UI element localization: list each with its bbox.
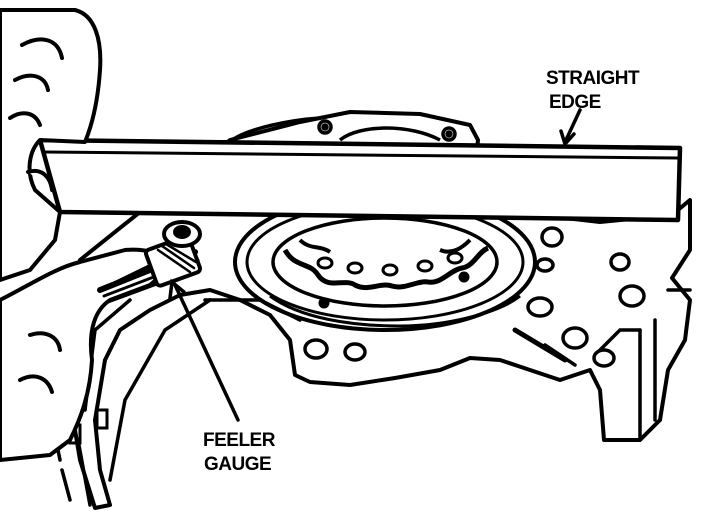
housing-bolt <box>162 220 202 248</box>
feeler-gauge <box>97 234 202 304</box>
straight-edge <box>37 137 683 223</box>
straight-edge-label-line2: EDGE <box>549 92 601 113</box>
right-housing-ribs <box>512 288 692 442</box>
feeler-gauge-label: FEELER <box>203 430 275 451</box>
straight-edge-leader <box>559 108 582 148</box>
feeler-gauge-leader <box>168 278 240 422</box>
flange-bolt-holes <box>303 226 646 368</box>
feeler-gauge-label-line2: GAUGE <box>204 454 272 475</box>
straight-edge-label: STRAIGHT <box>546 68 640 89</box>
hand-holding-straight-edge <box>0 8 103 282</box>
upper-flange <box>231 116 457 142</box>
